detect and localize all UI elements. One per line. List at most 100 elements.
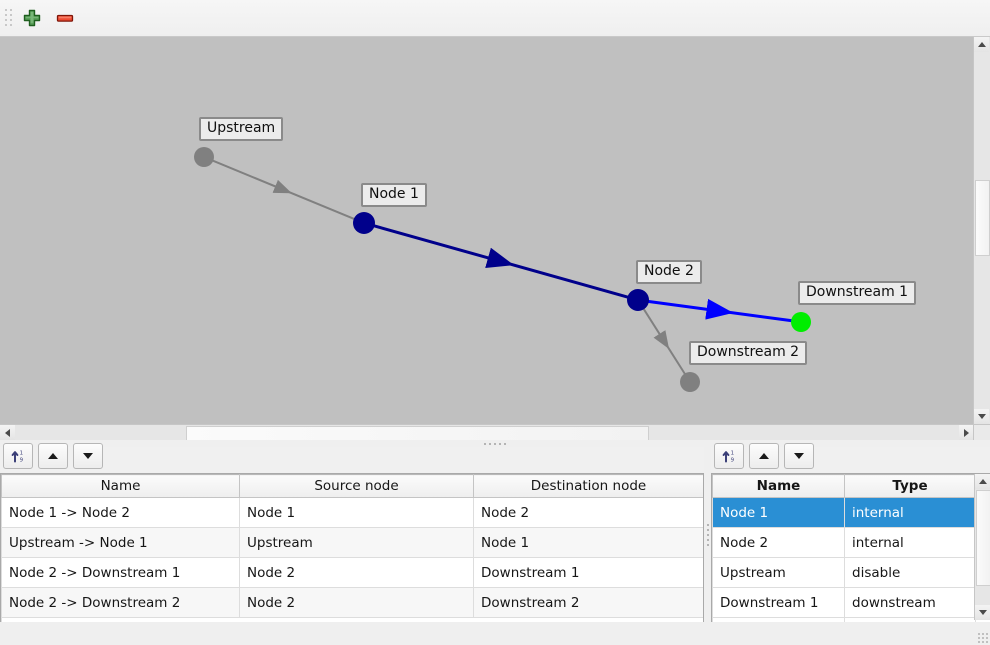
triangle-down-icon (977, 414, 986, 419)
canvas-horizontal-scrollbar[interactable] (0, 424, 974, 441)
vertical-scroll-thumb[interactable] (975, 180, 990, 256)
column-header-name[interactable]: Name (1, 474, 240, 498)
table-cell[interactable]: Downstream 1 (712, 587, 845, 618)
graph-node-upstream[interactable] (194, 147, 214, 167)
graph-node-label-downstream1[interactable]: Downstream 1 (798, 281, 917, 305)
arrow-down-icon (83, 453, 93, 459)
triangle-right-icon (964, 428, 969, 437)
graph-edge-node2-downstream1[interactable] (647, 299, 793, 323)
table-cell[interactable]: Node 2 (239, 587, 474, 618)
scroll-up-button[interactable] (974, 37, 989, 52)
arrow-down-icon (794, 453, 804, 459)
svg-text:9: 9 (731, 458, 735, 464)
nodes-scroll-thumb[interactable] (976, 490, 990, 586)
column-header-source-node[interactable]: Source node (239, 474, 474, 498)
graph-node-downstream2[interactable] (680, 372, 700, 392)
svg-text:9: 9 (20, 458, 24, 464)
edges-move-up-button[interactable] (38, 443, 68, 469)
graph-node-label-upstream[interactable]: Upstream (199, 117, 284, 141)
status-bar (0, 622, 990, 645)
graph-node-label-node2[interactable]: Node 2 (636, 260, 702, 284)
sort-ascending-icon: 1 9 (11, 450, 24, 464)
nodes-sort-button[interactable]: 1 9 (714, 443, 744, 469)
edges-move-down-button[interactable] (73, 443, 103, 469)
table-cell[interactable]: internal (844, 527, 976, 558)
horizontal-scroll-thumb[interactable] (186, 426, 649, 441)
graph-node-label-node1[interactable]: Node 1 (361, 183, 427, 207)
graph-svg[interactable] (0, 37, 974, 424)
column-header-type[interactable]: Type (844, 474, 976, 498)
resize-grip-icon[interactable] (978, 633, 988, 643)
scroll-left-button[interactable] (0, 425, 15, 440)
graph-node-label-downstream2[interactable]: Downstream 2 (689, 341, 808, 365)
table-cell[interactable]: downstream (844, 587, 976, 618)
triangle-up-icon (977, 42, 986, 47)
triangle-left-icon (5, 428, 10, 437)
table-cell[interactable]: Upstream (239, 527, 474, 558)
nodes-move-down-button[interactable] (784, 443, 814, 469)
remove-node-button[interactable] (50, 3, 80, 33)
sort-ascending-icon: 1 9 (722, 450, 735, 464)
table-cell[interactable]: Upstream -> Node 1 (1, 527, 240, 558)
table-cell[interactable]: Node 1 (473, 527, 703, 558)
nodes-pane-toolbar: 1 9 (711, 443, 990, 469)
table-cell[interactable]: Node 2 -> Downstream 2 (1, 587, 240, 618)
graph-node-node1[interactable] (353, 212, 375, 234)
canvas-vertical-scrollbar[interactable] (973, 37, 990, 424)
arrow-up-icon (48, 453, 58, 459)
plus-icon (23, 9, 41, 27)
table-cell[interactable]: Upstream (712, 557, 845, 588)
scroll-down-button[interactable] (974, 409, 989, 424)
nodes-scroll-up-button[interactable] (975, 474, 990, 489)
table-cell[interactable]: Downstream 1 (473, 557, 703, 588)
table-cell[interactable]: Node 2 (473, 497, 703, 528)
table-cell[interactable]: Node 2 -> Downstream 1 (1, 557, 240, 588)
add-node-button[interactable] (17, 3, 47, 33)
table-cell-empty (1, 617, 703, 622)
edges-table-empty-row (1, 617, 703, 622)
table-cell[interactable]: Node 2 (239, 557, 474, 588)
nodes-table-scrollbar[interactable] (974, 474, 990, 620)
toolbar-drag-handle[interactable] (4, 7, 14, 29)
table-cell[interactable]: Node 2 (712, 527, 845, 558)
nodes-move-up-button[interactable] (749, 443, 779, 469)
graph-node-node2[interactable] (627, 289, 649, 311)
graph-node-downstream1[interactable] (791, 312, 811, 332)
vertical-splitter[interactable] (704, 447, 711, 622)
scroll-right-button[interactable] (959, 425, 974, 440)
table-cell[interactable]: Downstream 2 (473, 587, 703, 618)
table-cell[interactable]: Node 1 (712, 497, 845, 528)
scrollbar-corner (973, 424, 990, 441)
nodes-scroll-down-button[interactable] (975, 605, 990, 620)
table-cell[interactable]: Node 1 -> Node 2 (1, 497, 240, 528)
table-cell[interactable]: Node 1 (239, 497, 474, 528)
table-cell[interactable]: internal (844, 497, 976, 528)
column-header-destination-node[interactable]: Destination node (473, 474, 703, 498)
column-header-name[interactable]: Name (712, 474, 845, 498)
edges-sort-button[interactable]: 1 9 (3, 443, 33, 469)
table-cell[interactable]: disable (844, 557, 976, 588)
horizontal-splitter[interactable] (0, 440, 990, 447)
svg-text:1: 1 (20, 450, 23, 456)
triangle-down-icon (978, 610, 987, 615)
